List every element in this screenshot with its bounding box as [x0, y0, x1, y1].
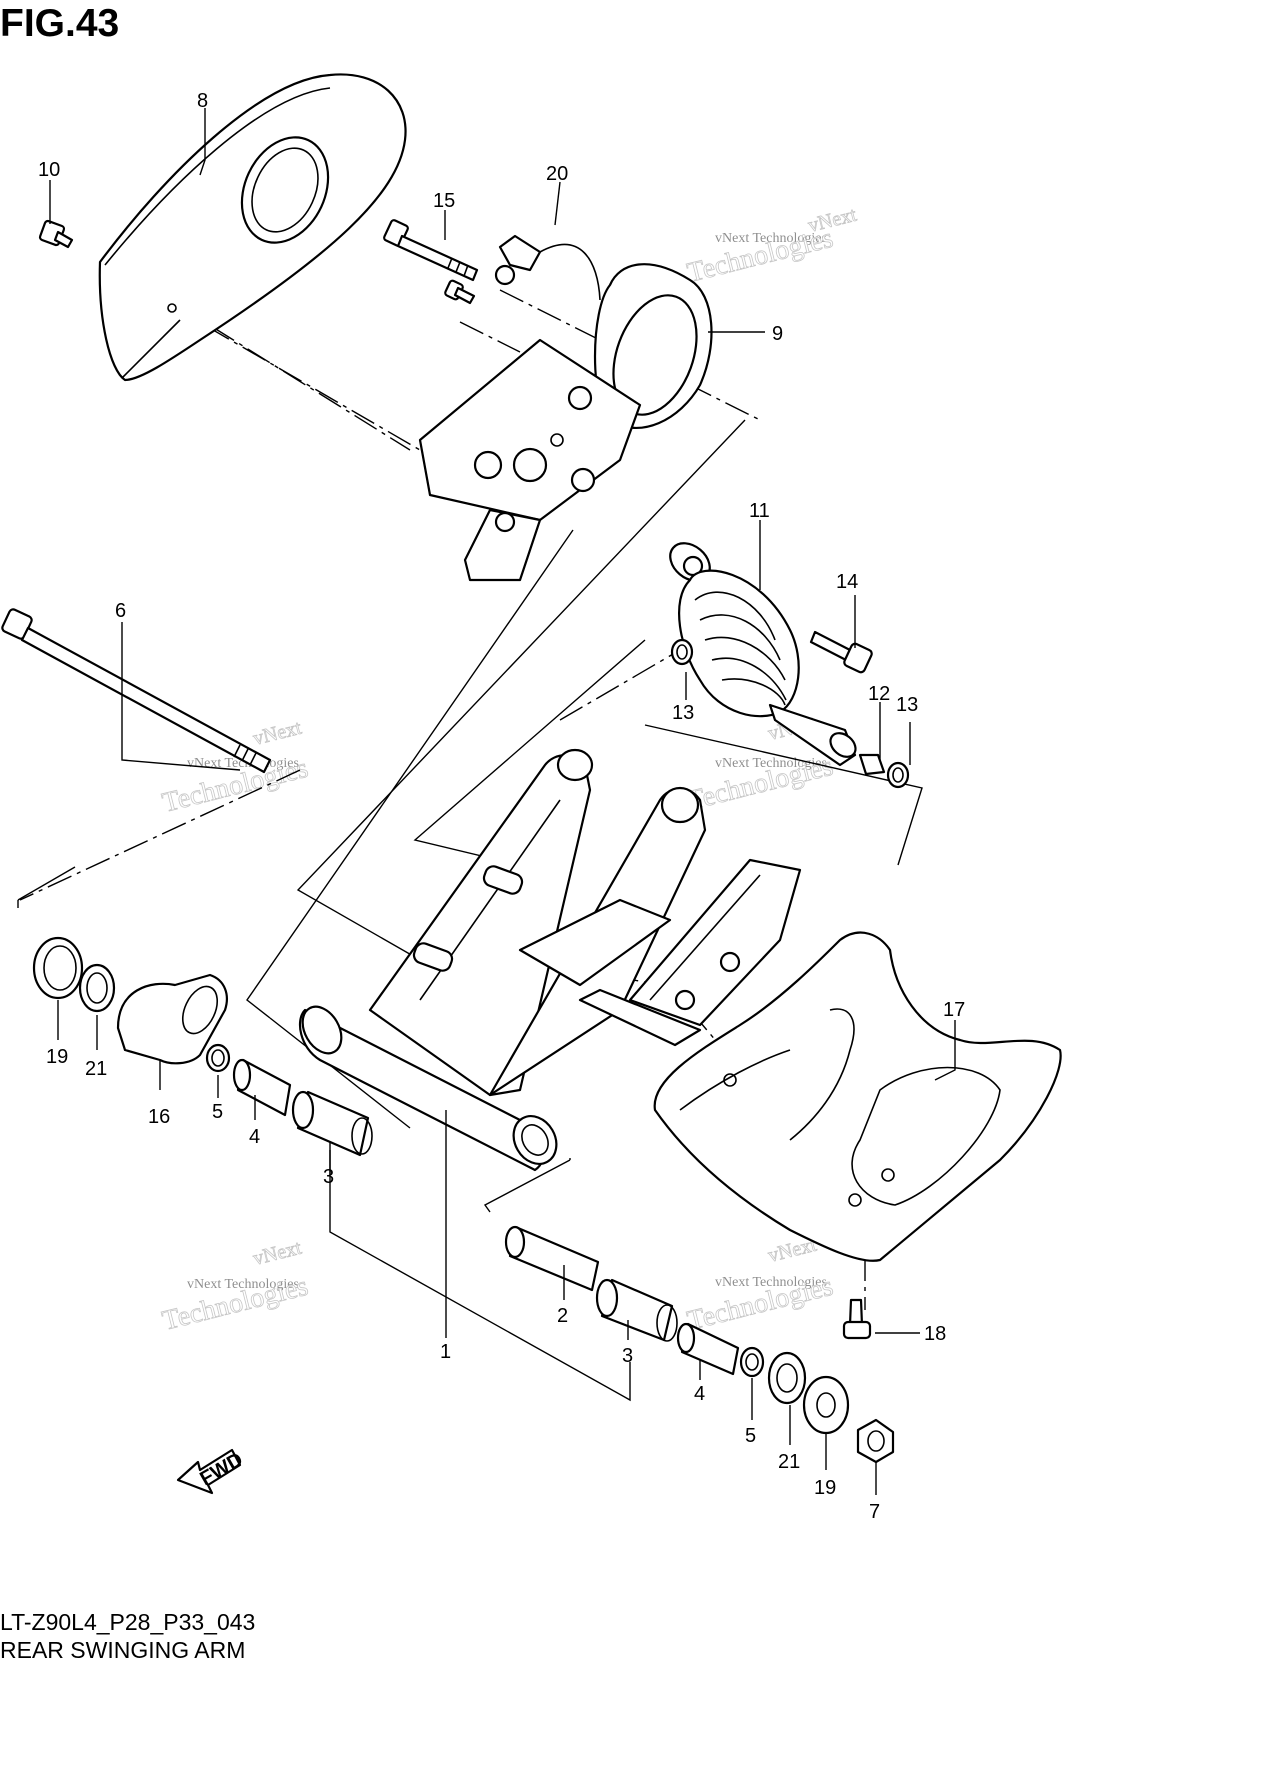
fwd-arrow-icon: FWD [176, 1449, 247, 1495]
pivot-shaft [1, 608, 272, 774]
svg-text:vNext Technologies: vNext Technologies [715, 231, 827, 246]
callout-8: 8 [197, 90, 208, 112]
callout-7: 7 [869, 1501, 880, 1523]
washer-21-left [78, 963, 116, 1013]
bolt-15 [383, 219, 479, 282]
bush-4-left [232, 1058, 292, 1117]
cable-clamp [494, 234, 601, 301]
shock-absorber [669, 542, 857, 767]
callout-5-left: 5 [212, 1101, 223, 1123]
leader-lines [49, 108, 956, 1495]
figure-title: FIG.43 [0, 2, 120, 45]
washer-21-right [767, 1351, 807, 1405]
chain-case-cover [98, 73, 407, 382]
callout-14: 14 [836, 571, 858, 593]
washer-13-upper [670, 638, 694, 666]
callout-4-right: 4 [694, 1383, 705, 1405]
svg-text:vNext: vNext [251, 717, 304, 750]
callout-6: 6 [115, 600, 126, 622]
callout-12: 12 [868, 683, 890, 705]
bush-3-left [291, 1090, 373, 1157]
callout-11: 11 [749, 500, 770, 522]
fwd-label: FWD [196, 1449, 246, 1491]
callout-21-right: 21 [778, 1451, 800, 1473]
callout-19-right: 19 [814, 1477, 836, 1499]
collar-12 [858, 753, 886, 776]
callout-10: 10 [38, 159, 60, 181]
bush-3-right [595, 1278, 678, 1342]
bracket-mount [418, 338, 642, 582]
skid-plate [653, 931, 1062, 1262]
seal-19-left [32, 936, 84, 1000]
cover-16 [116, 973, 228, 1065]
callout-21-left: 21 [85, 1058, 107, 1080]
callout-13-lower: 13 [896, 694, 918, 716]
watermark-bottom-right: vNext vNext Technologies Technologies [684, 1233, 837, 1337]
svg-text:vNext Technologies: vNext Technologies [715, 1275, 827, 1290]
callout-4-left: 4 [249, 1126, 260, 1148]
bush-2 [504, 1225, 600, 1292]
callout-2: 2 [557, 1305, 568, 1327]
watermark-top-right: vNext vNext Technologies Technologies [684, 203, 860, 289]
bolt-10 [38, 219, 74, 249]
bush-4-right [676, 1322, 740, 1376]
callout-20: 20 [546, 163, 568, 185]
diagram-name: REAR SWINGING ARM [0, 1637, 246, 1663]
swinging-arm [298, 748, 802, 1172]
watermark-bottom-left: vNext vNext Technologies Technologies [159, 1236, 312, 1337]
chain-guard [593, 263, 713, 429]
bolt-14 [809, 630, 873, 674]
callout-17: 17 [943, 999, 965, 1021]
callout-13-upper: 13 [672, 702, 694, 724]
diagram-code: LT-Z90L4_P28_P33_043 [0, 1609, 256, 1635]
callout-3-left: 3 [323, 1166, 334, 1188]
svg-text:vNext: vNext [251, 1237, 304, 1270]
callout-1: 1 [440, 1341, 451, 1363]
callout-15: 15 [433, 190, 455, 212]
washer-13-lower [886, 761, 910, 789]
collar-5-right [739, 1346, 765, 1378]
callout-19-left: 19 [46, 1046, 68, 1068]
nut-7 [856, 1418, 895, 1464]
callout-16: 16 [148, 1106, 170, 1128]
watermark-mid-left: vNext vNext Technologies Technologies [159, 716, 312, 819]
callout-3-right: 3 [622, 1345, 633, 1367]
callout-numbers: 8 10 15 20 9 11 14 6 13 12 13 17 19 21 1… [38, 90, 965, 1523]
callout-9: 9 [772, 323, 783, 345]
callout-5-right: 5 [745, 1425, 756, 1447]
small-bolt [444, 279, 476, 305]
seal-19-right [802, 1375, 850, 1435]
callout-18: 18 [924, 1323, 946, 1345]
bolt-18 [842, 1298, 872, 1340]
collar-5-left [205, 1043, 231, 1073]
svg-text:vNext Technologies: vNext Technologies [187, 1277, 299, 1292]
